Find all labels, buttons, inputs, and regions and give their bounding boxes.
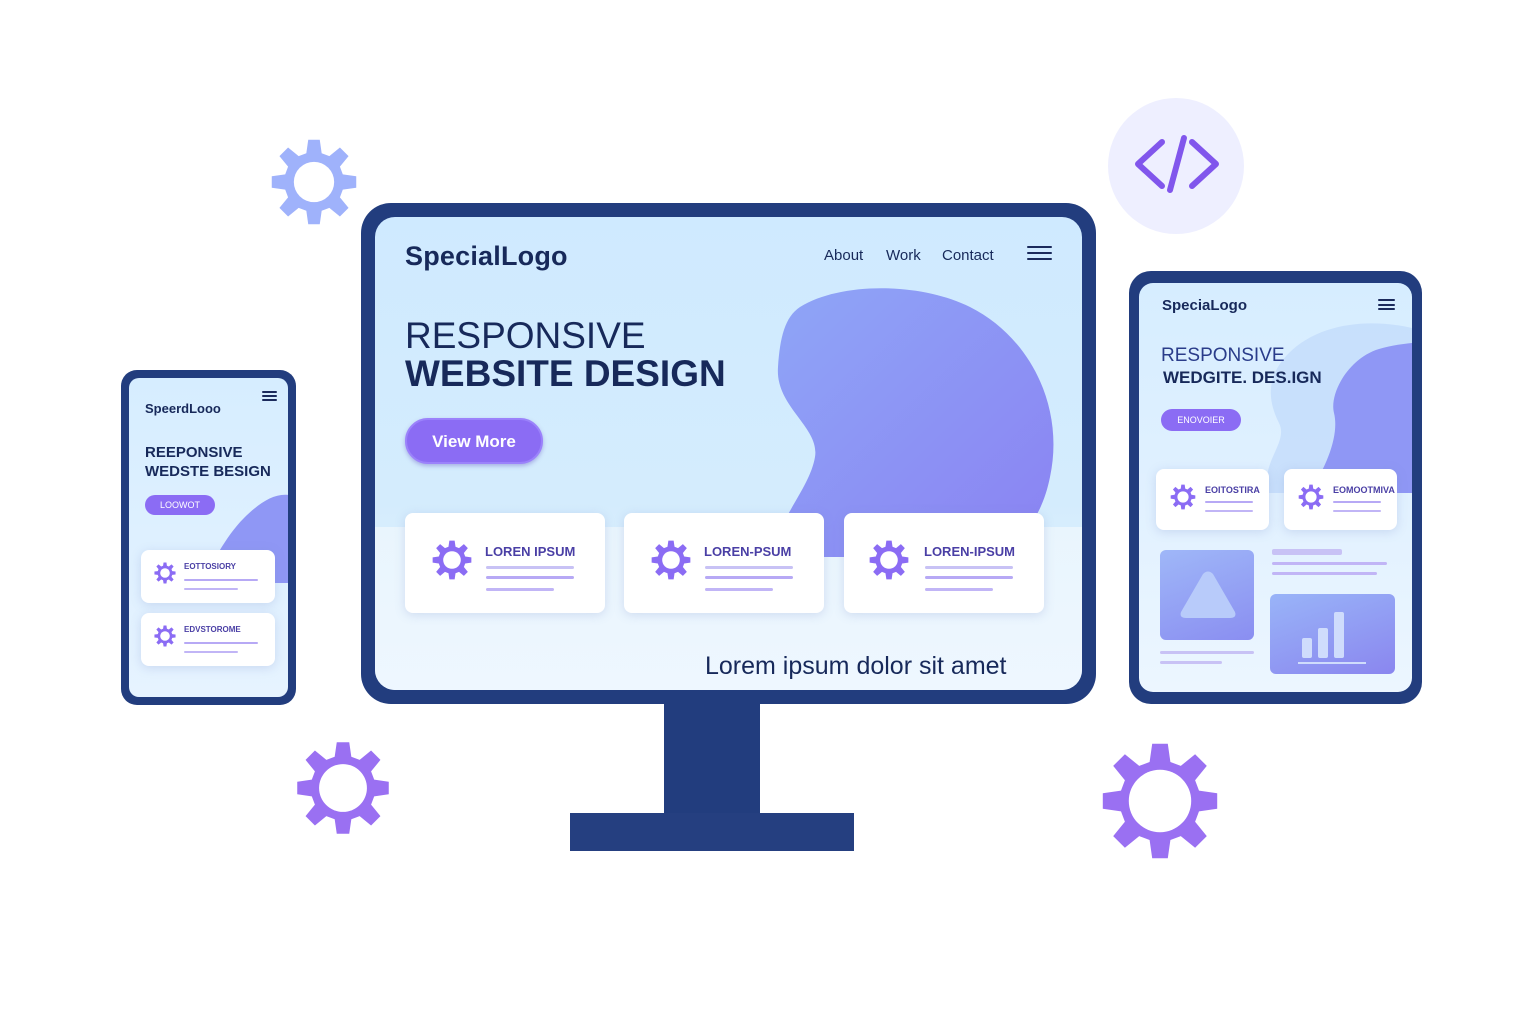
gear-icon <box>1102 743 1218 859</box>
chart-tile[interactable] <box>1270 594 1395 674</box>
feature-card[interactable]: EOMOOTMIVA <box>1284 469 1397 530</box>
feature-card-title: EOTTOSIORY <box>184 562 237 571</box>
gear-icon <box>869 540 909 580</box>
hero-title-line2: WEBSITE DESIGN <box>405 353 726 394</box>
hamburger-menu-icon[interactable] <box>1027 246 1052 260</box>
site-logo[interactable]: SpeciaLogo <box>1162 297 1248 314</box>
image-tile[interactable] <box>1160 550 1254 640</box>
desktop-screen: SpecialLogo About Work Contact RESPONSIV… <box>375 217 1082 690</box>
feature-card[interactable]: EOITOSTIRA <box>1156 469 1269 530</box>
triangle-image-icon <box>1180 571 1236 618</box>
mobile-screen: SpeerdLooo REEPONSIVE WEDSTE BESIGN LOOW… <box>129 378 288 697</box>
gear-icon <box>432 540 472 580</box>
decorative-blob <box>770 288 1054 557</box>
nav-link-contact[interactable]: Contact <box>942 247 994 264</box>
footer-tagline: Lorem ipsum dolor sit amet <box>705 652 1007 680</box>
hamburger-menu-icon[interactable] <box>262 391 277 401</box>
feature-card-title: LOREN IPSUM <box>485 544 576 559</box>
feature-card-title: LOREN-PSUM <box>704 544 792 559</box>
cta-button[interactable]: LOOWOT <box>145 495 215 515</box>
hero-title-line2: WEDGITE. DES.IGN <box>1163 368 1322 387</box>
feature-card-title: LOREN-IPSUM <box>924 544 1015 559</box>
feature-card[interactable]: EDVSTOROME <box>141 613 275 666</box>
site-logo[interactable]: SpecialLogo <box>405 241 568 271</box>
mobile-phone: SpeerdLooo REEPONSIVE WEDSTE BESIGN LOOW… <box>121 370 296 705</box>
code-brackets-icon <box>1135 135 1219 193</box>
decorative-blob <box>1266 323 1412 493</box>
gear-icon <box>1298 484 1324 510</box>
bar-chart-icon <box>1298 612 1366 664</box>
feature-card[interactable]: EOTTOSIORY <box>141 550 275 603</box>
hero-title-line1: REEPONSIVE <box>145 444 243 461</box>
hamburger-menu-icon[interactable] <box>1378 299 1395 310</box>
gear-icon <box>651 540 691 580</box>
feature-card-title: EOMOOTMIVA <box>1333 485 1395 495</box>
code-bubble <box>1108 98 1244 234</box>
feature-card-title: EOITOSTIRA <box>1205 485 1260 495</box>
monitor-stand-neck <box>664 703 760 815</box>
hero-title-line1: RESPONSIVE <box>1161 345 1285 366</box>
site-logo[interactable]: SpeerdLooo <box>145 401 221 416</box>
gear-icon <box>1170 484 1196 510</box>
nav-link-work[interactable]: Work <box>886 247 921 264</box>
desktop-monitor: SpecialLogo About Work Contact RESPONSIV… <box>361 203 1096 704</box>
gear-icon <box>297 742 389 834</box>
cta-button[interactable]: ENOVOIER <box>1161 409 1241 431</box>
hero-title-line1: RESPONSIVE <box>405 315 646 356</box>
feature-card[interactable]: LOREN-PSUM <box>624 513 824 613</box>
view-more-button[interactable]: View More <box>405 418 543 464</box>
monitor-stand-base <box>570 813 854 851</box>
nav-link-about[interactable]: About <box>824 247 864 264</box>
gear-icon <box>154 625 176 647</box>
tablet-device: SpeciaLogo RESPONSIVE WEDGITE. DES.IGN E… <box>1129 271 1422 704</box>
feature-card[interactable]: LOREN IPSUM <box>405 513 605 613</box>
gear-icon <box>271 139 357 225</box>
hero-title-line2: WEDSTE BESIGN <box>145 463 271 480</box>
tablet-screen: SpeciaLogo RESPONSIVE WEDGITE. DES.IGN E… <box>1139 283 1412 692</box>
gear-icon <box>154 562 176 584</box>
feature-card-title: EDVSTOROME <box>184 625 241 634</box>
feature-card[interactable]: LOREN-IPSUM <box>844 513 1044 613</box>
